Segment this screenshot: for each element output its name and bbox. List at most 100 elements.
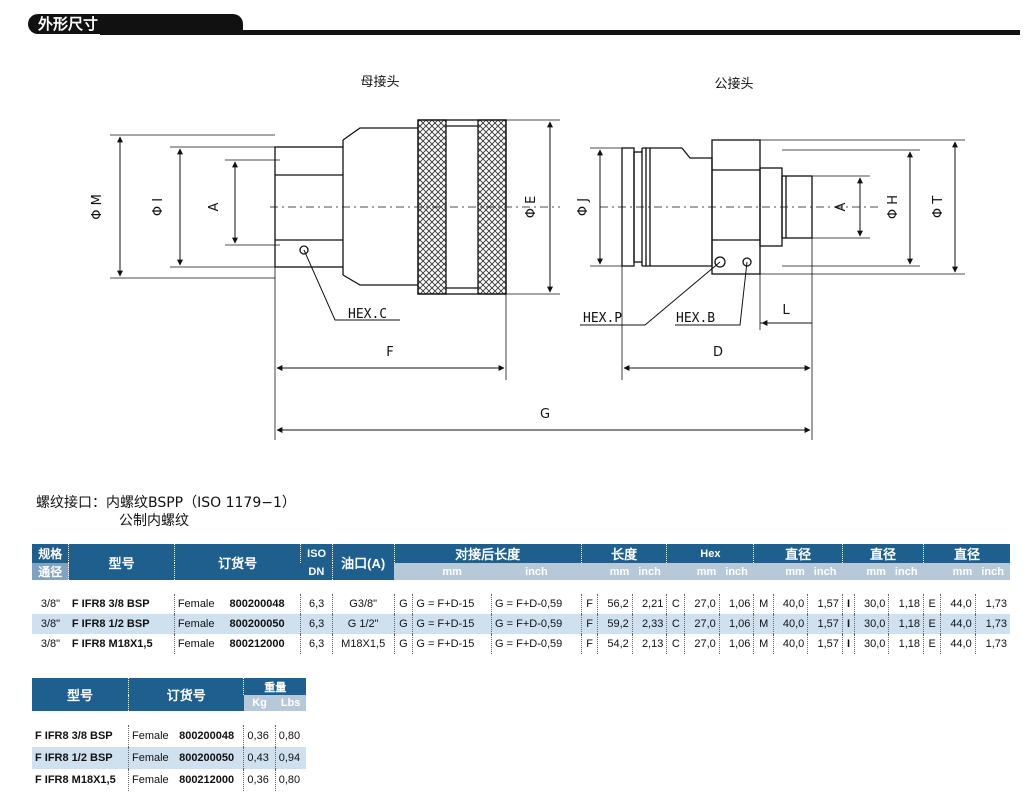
cell-g-mm: G = F+D-15 <box>412 634 492 654</box>
w-hdr-weight: 重量 <box>243 678 306 695</box>
weight-cell-gender: Female <box>128 769 177 791</box>
hdr-bore: 通径 <box>32 563 69 580</box>
dimension-arrows <box>117 121 958 433</box>
cell-c-mm: 27,0 <box>684 594 720 614</box>
cell-size: 3/8" <box>40 598 61 610</box>
weight-cell-order: 800200050 <box>179 752 235 764</box>
cell-el: E <box>923 614 941 634</box>
cell-i-mm: 30,0 <box>854 634 889 654</box>
dim-g: G <box>540 407 550 422</box>
dim-l: L <box>782 303 790 318</box>
cell-size: 3/8" <box>40 618 61 630</box>
cell-f-in: 2,13 <box>631 634 667 654</box>
hex-leaders <box>303 249 748 326</box>
female-label: 母接头 <box>360 74 399 90</box>
cell-e-mm: 44,0 <box>940 614 976 634</box>
hdr-hex: Hex <box>666 544 754 563</box>
cell-fl: F <box>580 614 598 634</box>
cell-order: 800200048 <box>229 598 285 610</box>
cell-fl: F <box>580 594 598 614</box>
cell-gl: G <box>393 594 413 614</box>
dim-phi-j: Φ J <box>576 198 591 216</box>
cell-m-in: 1,57 <box>807 614 843 634</box>
cell-e-mm: 44,0 <box>940 634 976 654</box>
hdr-iso: ISO <box>300 544 333 563</box>
cell-i-in: 1,18 <box>888 634 924 654</box>
cell-gl: G <box>393 634 413 654</box>
cell-ml: M <box>753 634 774 654</box>
hdr-dia1: 直径 <box>753 544 843 563</box>
cell-g-in: G = F+D-0,59 <box>491 614 582 634</box>
dim-phi-i: Φ I <box>151 198 166 216</box>
cell-iso: 6,3 <box>300 594 333 614</box>
weight-cell-lbs: 0,80 <box>274 725 306 747</box>
hdr-order: 订货号 <box>173 544 301 580</box>
w-hdr-kg: Kg <box>243 695 276 711</box>
w-hdr-model: 型号 <box>66 688 93 703</box>
cell-m-mm: 40,0 <box>772 614 808 634</box>
cell-model: F IFR8 1/2 BSP <box>71 618 150 630</box>
cell-gl: G <box>393 614 413 634</box>
cell-g-in: G = F+D-0,59 <box>491 594 582 614</box>
dim-phi-m: Φ M <box>90 194 105 220</box>
cell-c-in: 1,06 <box>718 614 754 634</box>
cell-port: G3/8" <box>331 594 395 614</box>
cell-cl: C <box>666 614 685 634</box>
weight-cell-order: 800200048 <box>179 730 235 742</box>
cell-c-in: 1,06 <box>718 594 754 614</box>
cell-g-mm: G = F+D-15 <box>412 614 492 634</box>
cell-model: F IFR8 3/8 BSP <box>71 598 150 610</box>
cell-f-mm: 59,2 <box>597 614 633 634</box>
thread-note-line1: 螺纹接口：内螺纹BSPP（ISO 1179−1） <box>36 495 296 511</box>
w-hdr-lbs: Lbs <box>275 695 306 711</box>
section-title: 外形尺寸 <box>28 14 243 34</box>
cell-f-mm: 56,2 <box>597 594 633 614</box>
hdr-dia2: 直径 <box>841 544 924 563</box>
weight-cell-gender: Female <box>128 725 177 747</box>
section-rule <box>100 30 1020 35</box>
cell-iso: 6,3 <box>300 614 333 634</box>
cell-gender: Female <box>173 614 227 634</box>
cell-cl: C <box>666 594 685 614</box>
hdr-size: 规格 <box>38 547 63 561</box>
cell-i-in: 1,18 <box>888 614 924 634</box>
cell-order: 800212000 <box>229 638 285 650</box>
cell-e-in: 1,73 <box>974 594 1010 614</box>
dim-phi-h: Φ H <box>886 195 901 219</box>
cell-ml: M <box>753 614 774 634</box>
cell-c-mm: 27,0 <box>684 634 720 654</box>
cell-m-mm: 40,0 <box>772 594 808 614</box>
hdr-length: 长度 <box>580 544 667 563</box>
cell-c-in: 1,06 <box>718 634 754 654</box>
weight-cell-model: F IFR8 3/8 BSP <box>35 730 113 742</box>
dim-a-left: A <box>207 202 222 211</box>
cell-port: G 1/2" <box>331 614 395 634</box>
cell-i-in: 1,18 <box>888 594 924 614</box>
cell-m-in: 1,57 <box>807 594 843 614</box>
cell-gender: Female <box>173 634 227 654</box>
weight-cell-lbs: 0,94 <box>274 747 306 769</box>
hdr-len-after: 对接后长度 <box>393 544 582 563</box>
weight-cell-lbs: 0,80 <box>274 769 306 791</box>
cell-iso: 6,3 <box>300 634 333 654</box>
cell-i-mm: 30,0 <box>854 614 889 634</box>
dim-hex-b: HEX.B <box>676 311 715 326</box>
spec-table: 规格 型号 订货号 ISO 油口(A) 对接后长度 长度 Hex 直径 直径 直… <box>32 544 1010 654</box>
cell-cl: C <box>666 634 685 654</box>
thread-note-line2: 公制内螺纹 <box>119 513 189 529</box>
cell-c-mm: 27,0 <box>684 614 720 634</box>
weight-cell-gender: Female <box>128 747 177 769</box>
hdr-dia3: 直径 <box>923 544 1010 563</box>
dim-phi-t: Φ T <box>931 196 946 218</box>
dim-a-right: A <box>834 202 849 211</box>
dim-d: D <box>713 345 723 360</box>
cell-m-mm: 40,0 <box>772 634 808 654</box>
w-hdr-order: 订货号 <box>127 678 244 711</box>
hdr-mm: mm <box>412 563 492 580</box>
